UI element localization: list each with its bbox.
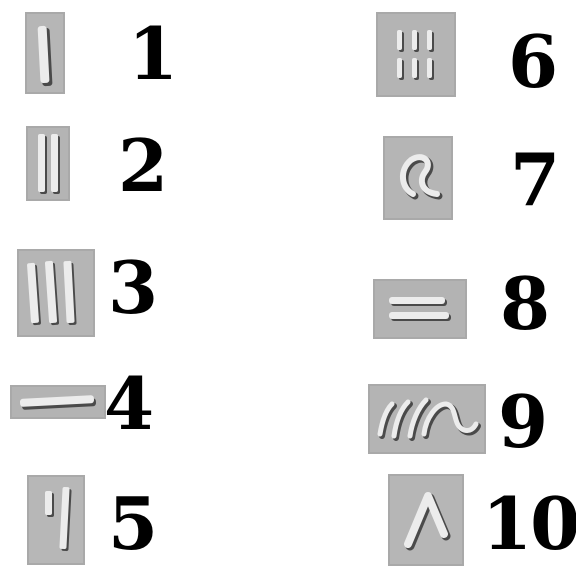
glyph-tile-3 <box>17 249 95 337</box>
numeral-5: 5 <box>108 488 156 560</box>
two-rows-of-three-strokes-icon <box>376 12 456 97</box>
glyph-tile-1 <box>25 12 65 94</box>
one-vertical-stroke-icon <box>25 12 65 94</box>
horizontal-stroke-icon <box>10 385 106 419</box>
glyph-tile-10 <box>388 474 464 566</box>
numeral-10: 10 <box>482 488 576 560</box>
curled-hook-icon <box>383 136 453 220</box>
glyph-tile-6 <box>376 12 456 97</box>
glyph-tile-8 <box>373 279 467 339</box>
numeral-8: 8 <box>500 268 548 340</box>
stacked-horizontal-strokes-icon <box>373 279 467 339</box>
strokes-with-hook-icon <box>368 384 486 454</box>
numeral-2: 2 <box>118 130 166 202</box>
two-short-one-long-strokes-icon <box>27 475 85 565</box>
two-vertical-strokes-icon <box>26 126 70 201</box>
numeral-7: 7 <box>510 144 558 216</box>
glyph-tile-7 <box>383 136 453 220</box>
numeral-1: 1 <box>128 18 176 90</box>
inverted-v-icon <box>388 474 464 566</box>
glyph-tile-5 <box>27 475 85 565</box>
glyph-tile-4 <box>10 385 106 419</box>
numeral-6: 6 <box>508 26 556 98</box>
glyph-tile-9 <box>368 384 486 454</box>
numeral-9: 9 <box>498 386 546 458</box>
numeral-3: 3 <box>108 252 156 324</box>
three-vertical-strokes-icon <box>17 249 95 337</box>
numeral-4: 4 <box>104 368 152 440</box>
glyph-tile-2 <box>26 126 70 201</box>
